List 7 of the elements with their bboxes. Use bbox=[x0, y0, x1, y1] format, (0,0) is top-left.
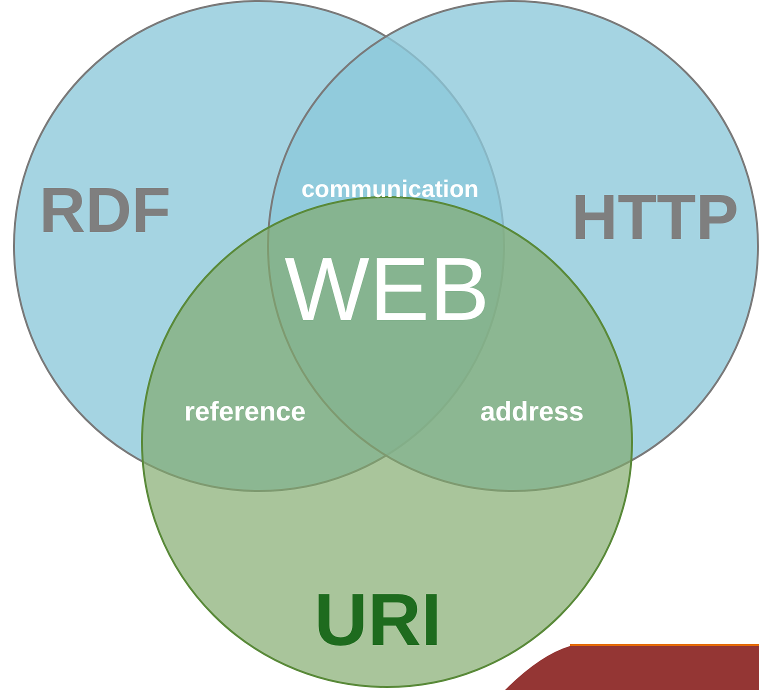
set-label: HTTP bbox=[571, 185, 739, 249]
overlap-label: address bbox=[480, 398, 584, 426]
overlap-label: reference bbox=[184, 398, 306, 426]
center-label: WEB bbox=[284, 245, 490, 335]
overlap-label: communication bbox=[301, 178, 479, 202]
set-label: URI bbox=[314, 583, 442, 657]
set-label: RDF bbox=[39, 178, 171, 242]
